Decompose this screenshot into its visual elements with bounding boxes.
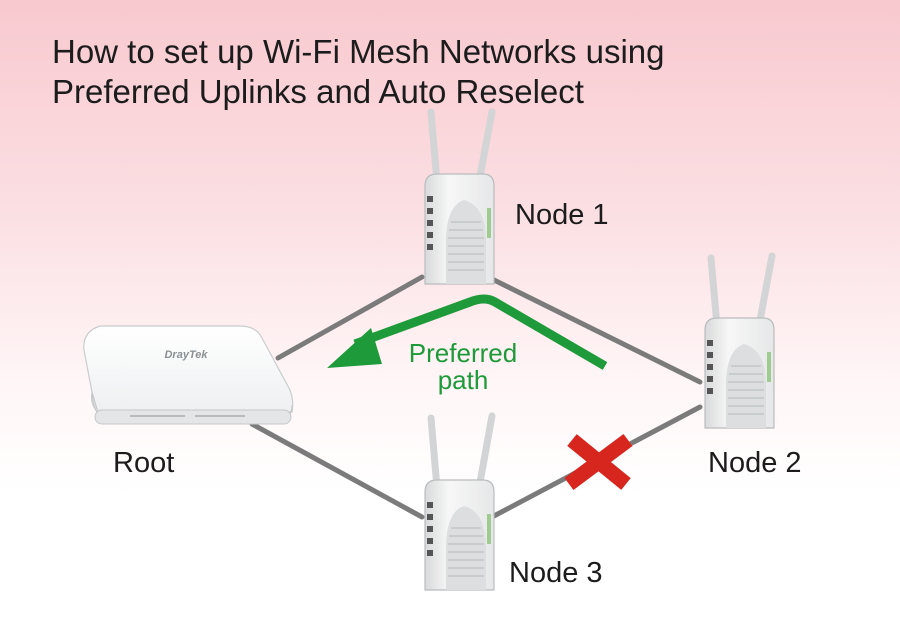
broken-link-x-icon xyxy=(564,433,633,491)
title-line-1: How to set up Wi-Fi Mesh Networks using xyxy=(52,33,665,70)
link-root-node1 xyxy=(275,274,425,361)
title-line-2: Preferred Uplinks and Auto Reselect xyxy=(52,73,584,110)
page-title: How to set up Wi-Fi Mesh Networks using … xyxy=(52,32,665,112)
link-root-node3 xyxy=(249,421,425,520)
root-brand-logo: DrayTek xyxy=(164,349,208,361)
node3-label: Node 3 xyxy=(509,557,603,589)
preferred-path-line-2: path xyxy=(437,365,489,395)
node1-access-point xyxy=(424,108,496,285)
preferred-path-label: Preferred path xyxy=(388,340,538,394)
root-device: DrayTek xyxy=(83,325,294,425)
preferred-path-line-1: Preferred xyxy=(408,338,518,368)
node3-access-point xyxy=(424,412,496,591)
node2-access-point xyxy=(704,252,776,429)
link-node1-node2 xyxy=(485,274,703,385)
node1-label: Node 1 xyxy=(515,199,609,231)
node2-label: Node 2 xyxy=(708,447,802,479)
root-label: Root xyxy=(113,447,175,479)
preferred-path-arrow xyxy=(327,294,608,370)
